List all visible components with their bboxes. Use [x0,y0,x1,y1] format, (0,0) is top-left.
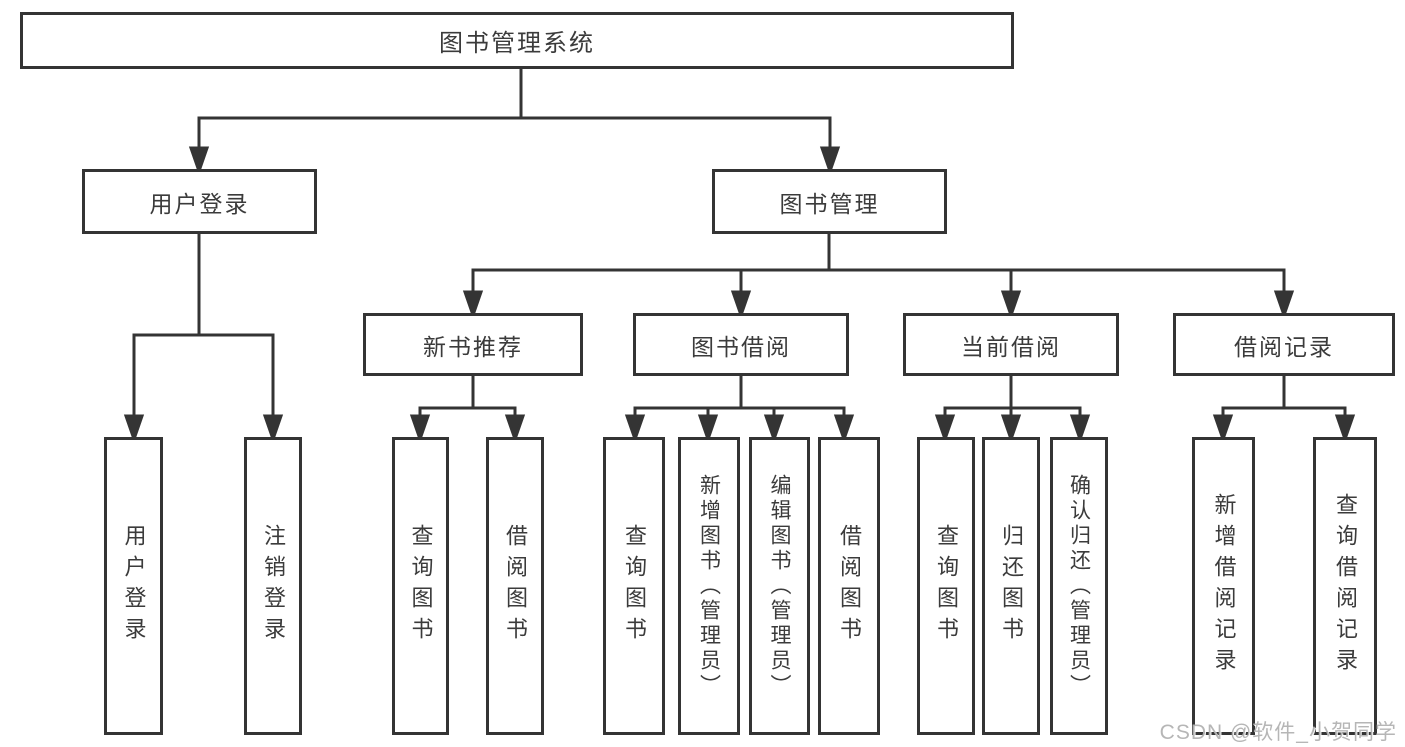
node-borrow-record-label: 借阅记录 [1234,333,1334,360]
arrowhead [1000,290,1022,320]
node-new-book-recommend-label: 新书推荐 [423,333,523,360]
arrowhead [1273,290,1295,320]
leaf-return-book: 归还图书 [982,437,1040,735]
node-current-borrow-label: 当前借阅 [961,333,1061,360]
leaf-edit-book-admin: 编辑图书（管理员） [749,437,810,735]
leaf-query-book-1: 查询图书 [392,437,449,735]
node-user-login: 用户登录 [82,169,317,234]
leaf-add-borrow-record: 新增借阅记录 [1192,437,1255,735]
arrowhead [934,414,956,444]
node-book-borrow: 图书借阅 [633,313,849,376]
arrowhead [730,290,752,320]
leaf-return-book-label: 归还图书 [999,524,1024,648]
leaf-logout-login-label: 注销登录 [261,524,286,648]
arrowhead [1212,414,1234,444]
leaf-add-borrow-record-label: 新增借阅记录 [1211,493,1237,679]
arrowhead [833,414,855,444]
leaf-query-book-2-label: 查询图书 [622,524,647,648]
leaf-query-book-3: 查询图书 [917,437,975,735]
node-root-label: 图书管理系统 [439,30,595,57]
node-book-management: 图书管理 [712,169,947,234]
leaf-confirm-return-admin: 确认归还（管理员） [1050,437,1108,735]
leaf-borrow-book-1: 借阅图书 [486,437,544,735]
leaf-query-book-3-label: 查询图书 [934,524,959,648]
leaf-add-book-admin: 新增图书（管理员） [678,437,740,735]
node-book-management-label: 图书管理 [779,190,880,217]
arrowhead [409,414,431,444]
arrowhead [819,146,841,176]
watermark: CSDN @软件_小贺同学 [1159,721,1397,744]
arrowhead [1334,414,1356,444]
leaf-add-book-admin-label: 新增图书（管理员） [697,473,721,699]
arrowhead [763,414,785,444]
leaf-user-login-label: 用户登录 [121,524,147,648]
node-user-login-label: 用户登录 [149,190,250,217]
leaf-query-book-2: 查询图书 [603,437,665,735]
arrowhead [1000,414,1022,444]
arrowhead [123,414,145,444]
leaf-query-book-1-label: 查询图书 [408,524,434,648]
node-borrow-record: 借阅记录 [1173,313,1395,376]
leaf-user-login: 用户登录 [104,437,163,735]
arrowhead [262,414,284,444]
leaf-query-borrow-record-label: 查询借阅记录 [1333,493,1358,679]
node-current-borrow: 当前借阅 [903,313,1119,376]
leaf-borrow-book-2: 借阅图书 [818,437,880,735]
leaf-logout-login: 注销登录 [244,437,302,735]
arrowhead [1069,414,1091,444]
arrowhead [697,414,719,444]
node-book-borrow-label: 图书借阅 [691,333,791,360]
arrowhead [462,290,484,320]
leaf-confirm-return-admin-label: 确认归还（管理员） [1067,473,1091,699]
arrowhead [624,414,646,444]
arrowhead [504,414,526,444]
arrowhead [188,146,210,176]
leaf-edit-book-admin-label: 编辑图书（管理员） [768,473,791,699]
leaf-borrow-book-1-label: 借阅图书 [503,524,528,648]
node-new-book-recommend: 新书推荐 [363,313,583,376]
leaf-borrow-book-2-label: 借阅图书 [837,524,862,648]
node-root: 图书管理系统 [20,12,1014,69]
leaf-query-borrow-record: 查询借阅记录 [1313,437,1377,735]
tree-connectors [123,69,1356,444]
